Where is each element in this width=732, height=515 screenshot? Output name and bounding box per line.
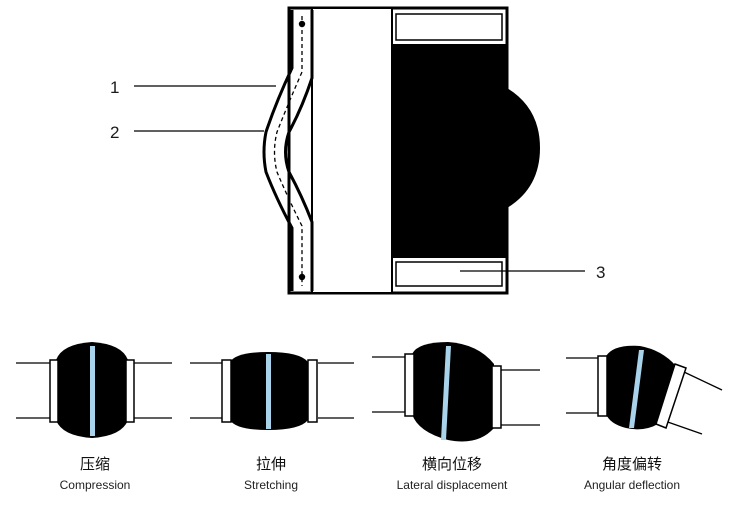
- caption-compression-en: Compression: [60, 478, 131, 492]
- compression-flange-left: [49, 359, 59, 423]
- lateral-body: [412, 342, 494, 442]
- inner-wall: [284, 10, 314, 291]
- compression-cord: [90, 346, 95, 436]
- caption-lateral-zh: 横向位移: [422, 455, 482, 473]
- caption-compression-zh: 压缩: [80, 455, 110, 473]
- stretching-cord: [266, 354, 271, 429]
- outer-wall: [262, 10, 294, 291]
- caption-angular-zh: 角度偏转: [602, 455, 662, 473]
- angular-cord: [629, 350, 644, 428]
- angular-flange-right: [655, 363, 687, 429]
- compression-flange-right: [125, 359, 135, 423]
- mode-compression: [16, 342, 172, 438]
- rubber-half-section: [392, 44, 540, 258]
- lateral-flange-right: [491, 365, 502, 429]
- mode-lateral: [372, 342, 540, 442]
- bead-wire-bottom: [298, 273, 306, 281]
- mode-stretching: [190, 352, 354, 430]
- mode-captions: 压缩 Compression 拉伸 Stretching 横向位移 Latera…: [60, 455, 680, 492]
- caption-lateral-en: Lateral displacement: [397, 478, 508, 492]
- caption-angular-en: Angular deflection: [584, 478, 680, 492]
- lateral-cord: [441, 346, 451, 440]
- callout-3: 3: [596, 263, 605, 282]
- stretching-flange-left: [221, 359, 232, 423]
- bottom-ring: [395, 261, 503, 287]
- joint-cross-section: [262, 6, 540, 295]
- caption-stretching-en: Stretching: [244, 478, 298, 492]
- callout-1: 1: [110, 78, 119, 97]
- stretching-flange-right: [307, 359, 318, 423]
- callout-2: 2: [110, 123, 119, 142]
- caption-stretching-zh: 拉伸: [256, 455, 286, 473]
- bead-wire-top: [298, 20, 306, 28]
- callout-group: 1 2 3: [110, 78, 605, 282]
- angular-flange-left: [597, 355, 608, 417]
- inner-body: [311, 7, 393, 294]
- mode-angular: [566, 345, 723, 435]
- lateral-flange-left: [404, 353, 415, 417]
- angular-body: [606, 345, 676, 430]
- top-ring: [395, 13, 503, 41]
